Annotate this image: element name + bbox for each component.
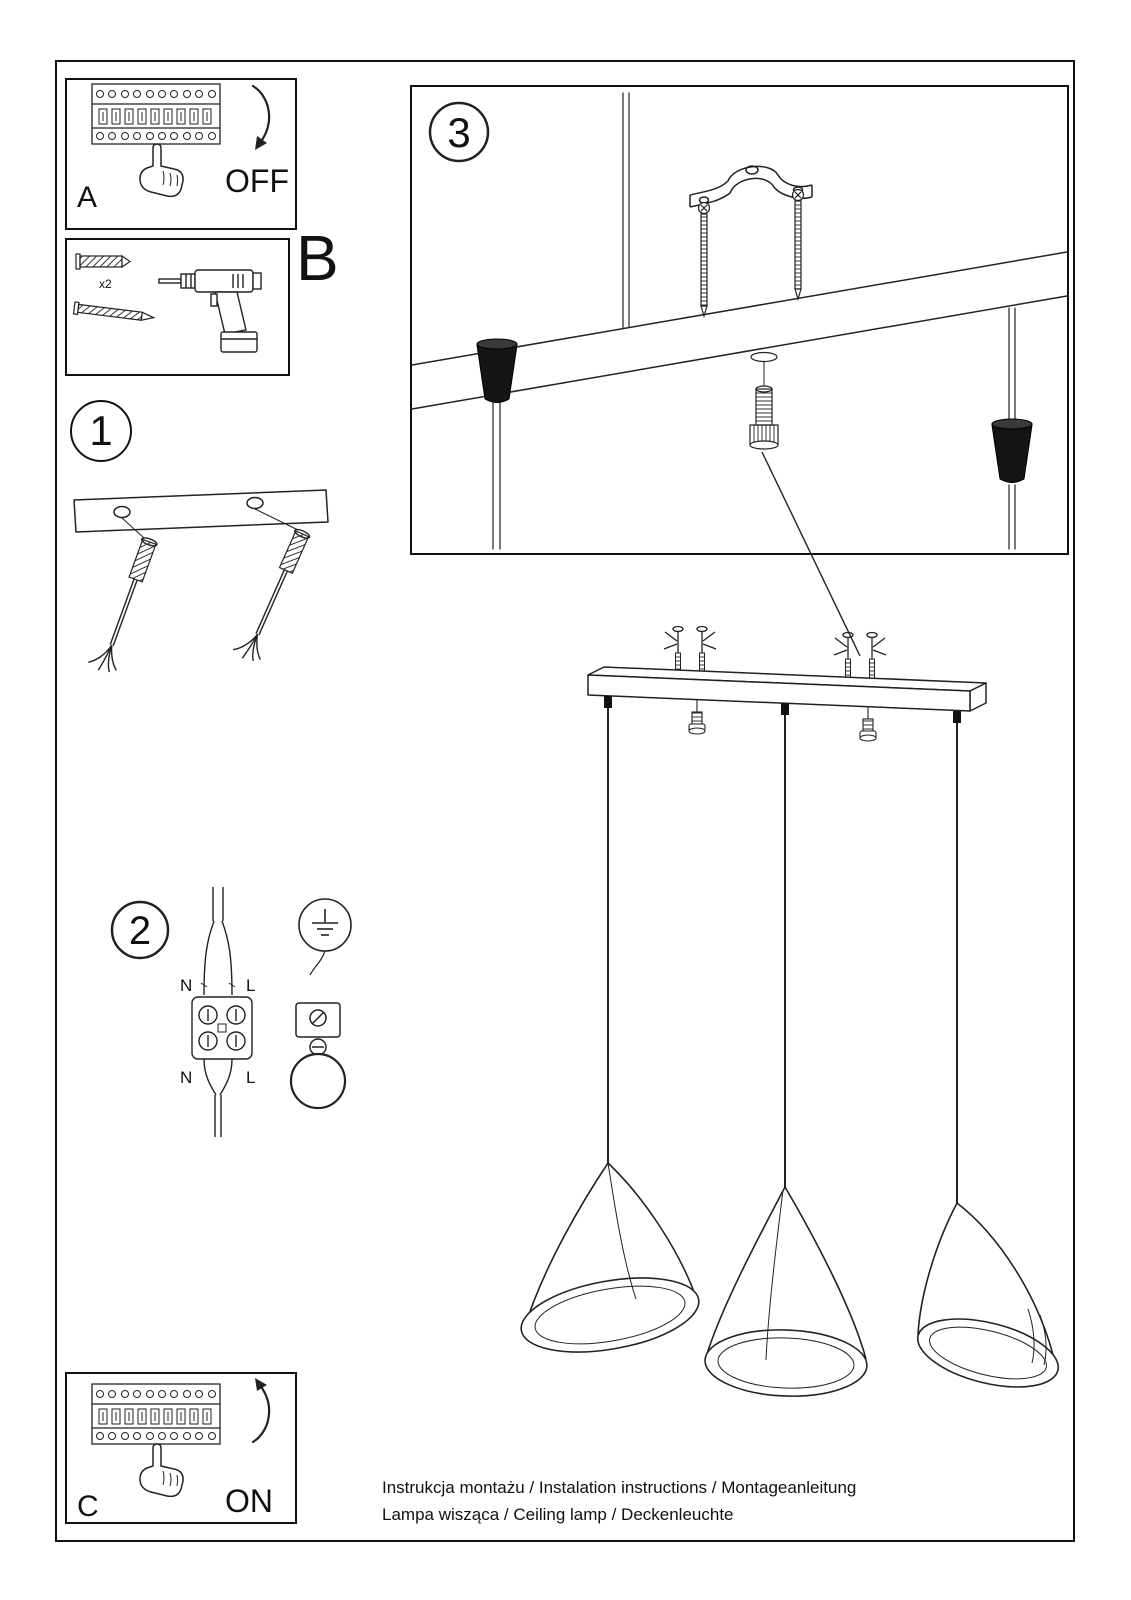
- lamp-bar: [587, 666, 987, 712]
- ceiling-beam: [411, 251, 1068, 410]
- on-label: ON: [225, 1483, 273, 1519]
- wire-live-top-label: L: [246, 976, 255, 995]
- bar-bolt-left: [688, 700, 706, 735]
- cord-grip-right: [991, 307, 1033, 550]
- step-a-letter: A: [77, 181, 97, 214]
- ground-symbol-icon: [298, 898, 352, 976]
- drill-illustration: [158, 269, 262, 353]
- off-label: OFF: [225, 163, 289, 199]
- page-border: [55, 60, 1075, 1542]
- wires-bottom: [203, 1058, 233, 1137]
- step-1-number: 1: [70, 400, 132, 462]
- mounting-bracket-illustration: [689, 165, 813, 208]
- cord-grip-left: [476, 338, 518, 550]
- cord-connector-left: [604, 696, 612, 708]
- step-b-box: x2: [65, 238, 290, 376]
- arrow-up-icon: [251, 1378, 271, 1444]
- step-3-number: 3: [428, 101, 490, 163]
- footer-line-2: Lampa wisząca / Ceiling lamp / Deckenleu…: [382, 1505, 734, 1524]
- step-b-letter: B: [296, 222, 339, 294]
- bar-bolt-right: [859, 707, 877, 742]
- footer-line-1: Instrukcja montażu / Instalation instruc…: [382, 1478, 857, 1497]
- footer: Instrukcja montażu / Instalation instruc…: [382, 1474, 856, 1528]
- step-1-illustration: [73, 489, 329, 673]
- wire-live-bottom-label: L: [246, 1068, 255, 1087]
- breaker-panel-illustration: [92, 1384, 220, 1496]
- lamp-illustration: [520, 625, 1060, 1397]
- bracket-screw-left: [697, 201, 711, 319]
- breaker-panel-illustration: [92, 84, 220, 196]
- mounting-bar-illustration: [73, 489, 329, 533]
- lampshade-left: [520, 1162, 700, 1353]
- bracket-screw-right: [791, 188, 805, 302]
- cord-connector-middle: [781, 703, 789, 715]
- lampshade-middle: [704, 1186, 868, 1397]
- wires-top: [200, 887, 236, 996]
- terminal-block-illustration: [191, 996, 253, 1060]
- threaded-stud-illustration: [749, 385, 779, 450]
- anchor-count-label: x2: [99, 277, 112, 291]
- lampshade-right: [916, 1202, 1060, 1388]
- wire-neutral-bottom-label: N: [180, 1068, 192, 1087]
- earth-clamp-illustration: [289, 1002, 347, 1110]
- arrow-down-icon: [251, 84, 271, 150]
- cord-connector-right: [953, 711, 961, 723]
- step-c-letter: C: [77, 1490, 99, 1523]
- screw-icon: [72, 301, 156, 321]
- step-2-number-label: 2: [129, 909, 151, 953]
- anchor-screw-left: [88, 537, 158, 673]
- step-c-box: ON C: [65, 1372, 297, 1524]
- wall-plug-illustration: x2: [72, 253, 156, 321]
- step-2-number: 2: [110, 900, 170, 960]
- step-3-number-label: 3: [447, 109, 470, 156]
- step-2-illustration: 2 N L N L: [110, 887, 352, 1137]
- step-1-number-label: 1: [89, 407, 113, 454]
- step-3-box: 3: [410, 85, 1069, 555]
- step-a-box: OFF A: [65, 78, 297, 230]
- anchor-screw-right: [232, 528, 311, 662]
- ceiling-hole: [750, 351, 778, 390]
- wire-neutral-top-label: N: [180, 976, 192, 995]
